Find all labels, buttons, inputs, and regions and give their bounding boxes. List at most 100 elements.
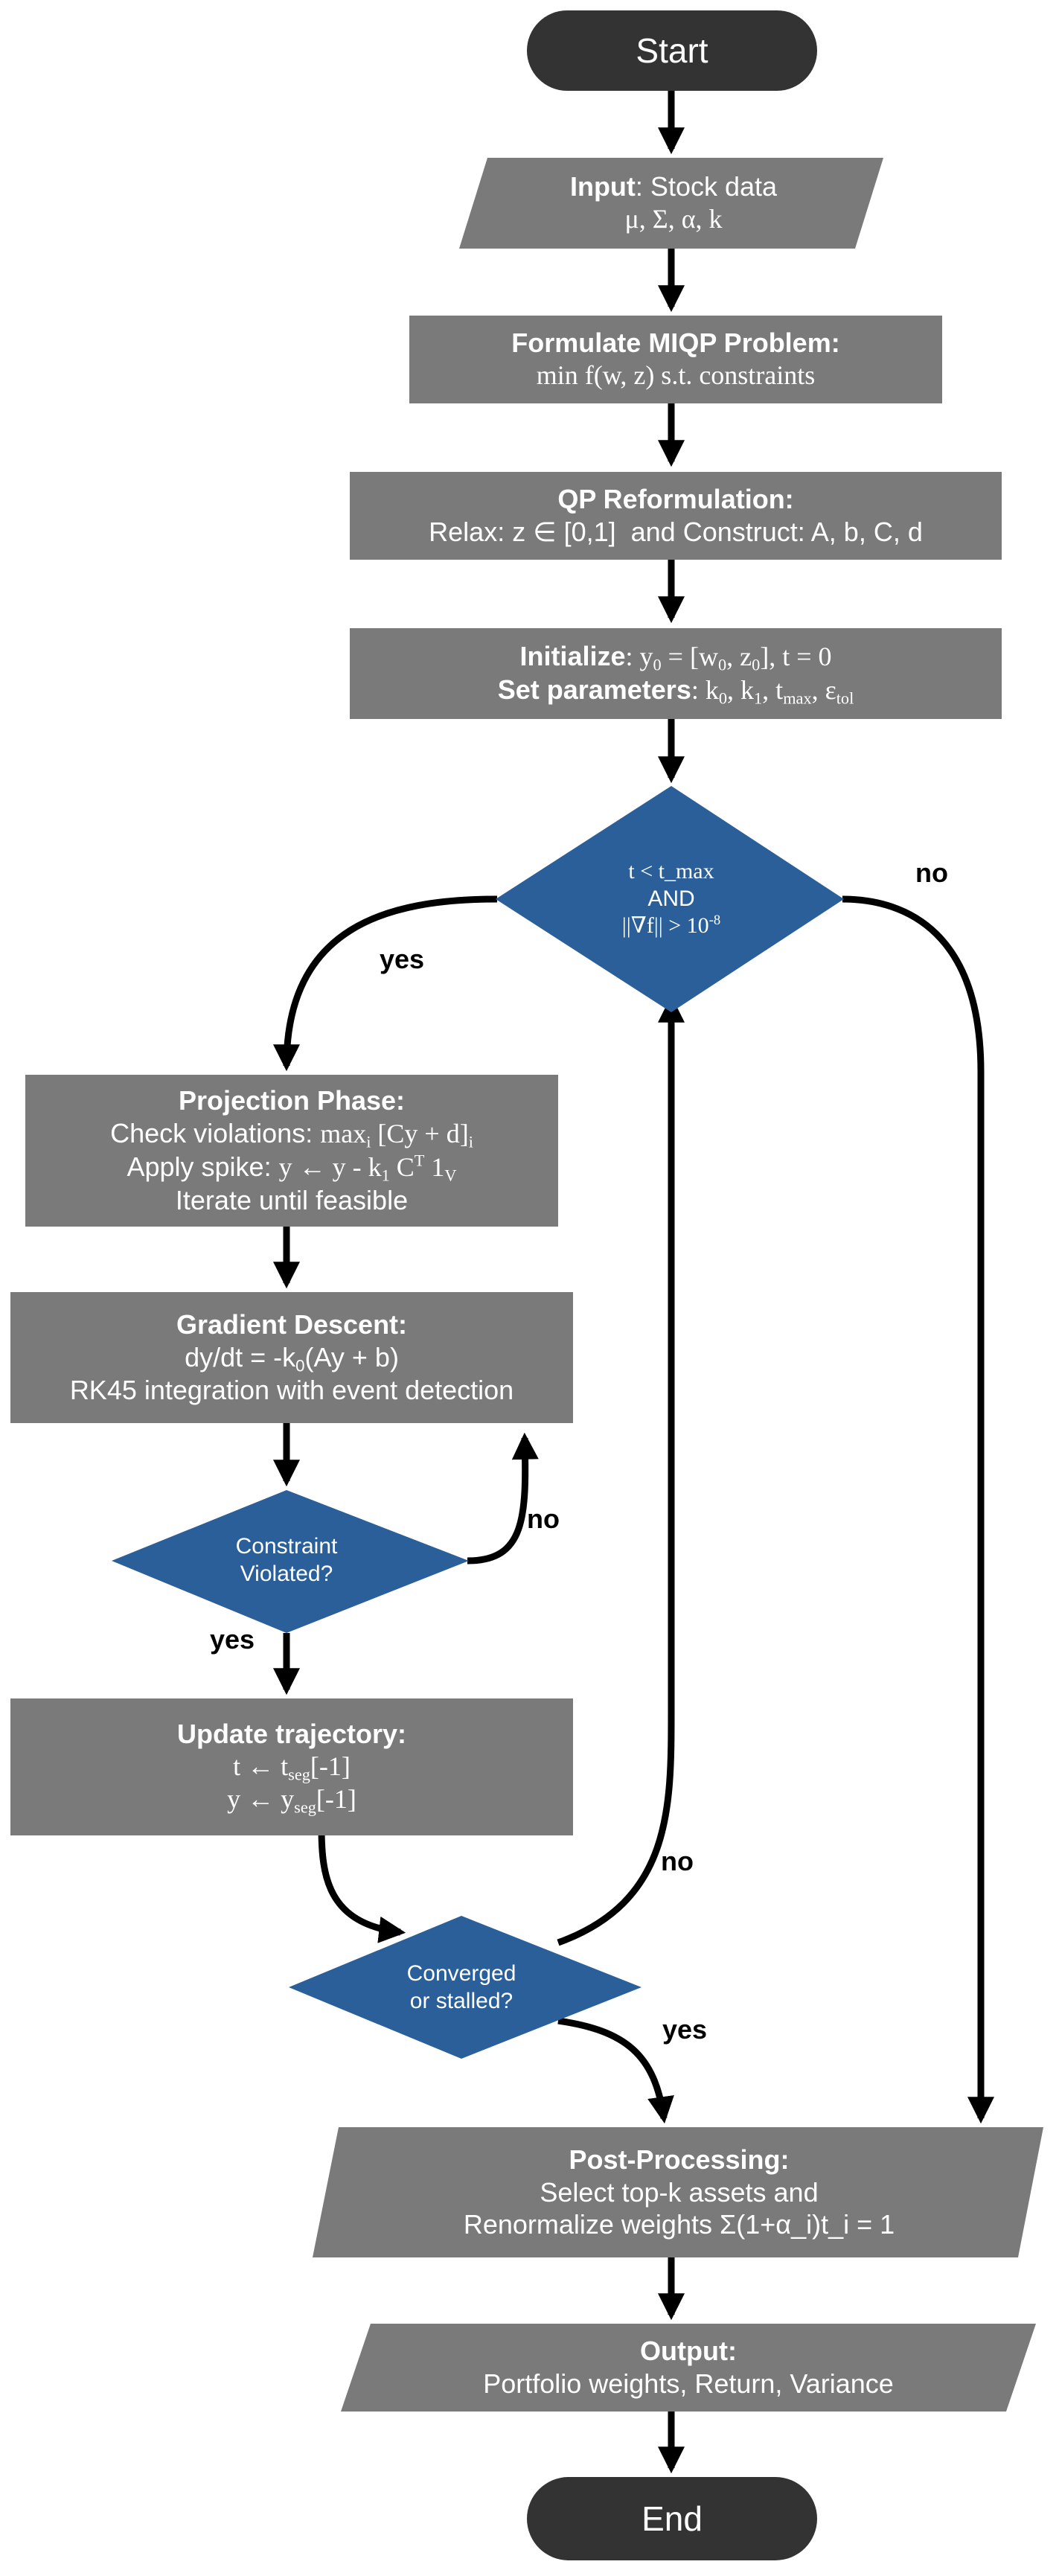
end-label: End	[642, 2499, 703, 2538]
gradient-ode-sub: 0	[295, 1356, 305, 1375]
constraint-check-line-1: Constraint	[235, 1534, 338, 1559]
gradient-node: Gradient Descent: dy/dt = -k0(Ay + b) RK…	[10, 1292, 573, 1423]
formulate-text: min f(w, z) s.t. constraints	[536, 360, 816, 390]
projection-node: Projection Phase: Check violations: maxi…	[25, 1075, 558, 1227]
arrow-converged-yes-to-post	[557, 2017, 674, 2124]
initialize-label: Initialize	[519, 641, 626, 672]
update-node: Update trajectory: t ← tseg[-1] y ← yseg…	[10, 1698, 573, 1835]
start-label: Start	[636, 31, 708, 70]
initialize-w-sub: 0	[717, 655, 727, 674]
update-y-line: y ← yseg[-1]	[227, 1783, 356, 1816]
converged-check-node: Converged or stalled?	[342, 1947, 580, 2029]
loop-yes-label: yes	[380, 944, 425, 974]
converged-check-line-2: or stalled?	[409, 1989, 513, 2013]
projection-check-line: Check violations: maxi [Cy + d]i	[110, 1117, 473, 1151]
param-eps-sub: tol	[836, 688, 854, 708]
projection-title: Projection Phase:	[178, 1085, 406, 1116]
projection-apply: Apply spike:	[127, 1151, 279, 1182]
input-title-line: Input: Stock data	[570, 170, 777, 203]
param-k1: , k	[727, 675, 755, 705]
update-y: y ← y	[227, 1783, 295, 1814]
update-box-shape	[10, 1698, 573, 1835]
post-line-2: Renormalize weights Σ(1+α_i)t_i = 1	[463, 2209, 895, 2240]
loop-check-exp: -8	[708, 913, 721, 929]
loop-check-diamond-shape	[496, 786, 844, 1012]
post-line-1: Select top-k assets and	[540, 2176, 819, 2208]
input-text: : Stock data	[635, 171, 778, 202]
converged-check-line-1: Converged	[406, 1961, 516, 1987]
initialize-node: Initialize: y0 = [w0, z0], t = 0 Set par…	[350, 628, 1002, 719]
start-node: Start	[527, 10, 817, 91]
projection-check-expr2: [Cy + d]	[371, 1119, 469, 1149]
post-parallelogram-shape	[313, 2127, 1043, 2257]
qp-reform-title: QP Reformulation:	[557, 484, 794, 515]
param-eps: , ε	[811, 675, 836, 705]
projection-check-sub2: i	[468, 1132, 473, 1151]
update-t-sub: seg	[288, 1765, 310, 1784]
projection-apply-expr3: 1	[424, 1152, 445, 1182]
formulate-title: Formulate MIQP Problem:	[511, 327, 840, 359]
arrow-loop-no-to-post	[842, 895, 994, 2124]
input-params: μ, Σ, α, k	[624, 204, 723, 234]
initialize-line-1: Initialize: y0 = [w0, z0], t = 0	[519, 640, 831, 674]
param-k0-sub: 0	[718, 688, 728, 708]
connectors	[273, 91, 994, 2474]
output-parallelogram-shape	[341, 2324, 1036, 2412]
formulate-box-shape	[409, 316, 942, 403]
converged-yes-label: yes	[662, 2014, 708, 2045]
loop-check-line-3: ||∇f|| > 10-8	[622, 913, 720, 940]
gradient-ode: dy/dt = -k	[185, 1342, 296, 1373]
output-title: Output:	[640, 2336, 737, 2367]
loop-check-line-2: AND	[647, 886, 695, 911]
projection-check: Check violations:	[110, 1118, 321, 1149]
arrow-constraint-no-to-gradient	[467, 1432, 539, 1565]
qp-reform-line: Relax: z ∈ [0,1] and Construct: A, b, C,…	[429, 516, 923, 549]
projection-apply-expr: y ← y - k	[278, 1152, 382, 1182]
constraint-check-line-2: Violated?	[240, 1562, 333, 1586]
qp-reform-construct: and Construct: A, b, C, d	[630, 517, 923, 547]
loop-check-node: t < t_max AND ||∇f|| > 10-8	[536, 834, 807, 965]
projection-box-shape	[25, 1075, 558, 1227]
constraint-yes-label: yes	[210, 1624, 255, 1655]
arrow-loop-yes-to-projection	[273, 895, 498, 1072]
projection-apply-sup: T	[414, 1151, 425, 1170]
gradient-ode-rest: (Ay + b)	[304, 1342, 399, 1373]
constraint-no-label: no	[527, 1503, 560, 1534]
converged-check-diamond-shape	[289, 1916, 642, 2059]
qp-reform-relax: Relax: z ∈ [0,1]	[429, 517, 616, 547]
loop-check-grad: ||∇f|| > 10	[621, 913, 709, 939]
update-title: Update trajectory:	[176, 1719, 407, 1750]
qp-reform-box-shape	[350, 472, 1002, 560]
projection-apply-line: Apply spike: y ← y - k1 CT 1V	[127, 1151, 456, 1184]
loop-check-line-1: t < t_max	[628, 859, 714, 884]
converged-no-label: no	[661, 1846, 694, 1876]
update-t-rest: [-1]	[310, 1751, 351, 1782]
projection-apply-expr2: C	[389, 1152, 415, 1182]
param-k0: : k	[691, 675, 719, 705]
arrow-update-to-converged	[318, 1826, 406, 1943]
update-y-sub: seg	[294, 1797, 316, 1817]
initialize-line-2: Set parameters: k0, k1, tmax, εtol	[498, 674, 854, 707]
constraint-check-diamond-shape	[112, 1490, 469, 1633]
initialize-y-sub: 0	[653, 655, 662, 674]
end-terminal-shape	[527, 2477, 817, 2560]
input-parallelogram-shape	[459, 158, 883, 249]
start-terminal-shape	[527, 10, 817, 91]
initialize-z-sub: 0	[752, 655, 761, 674]
projection-apply-sub: 1	[381, 1166, 390, 1185]
constraint-check-node: Constraint Violated?	[164, 1518, 409, 1603]
projection-check-sub: i	[366, 1132, 371, 1151]
initialize-comma: , z	[726, 642, 752, 672]
gradient-rk45: RK45 integration with event detection	[69, 1374, 514, 1405]
output-text: Portfolio weights, Return, Variance	[483, 2368, 894, 2399]
update-t: t ← t	[233, 1751, 289, 1782]
formulate-node: Formulate MIQP Problem: min f(w, z) s.t.…	[409, 316, 942, 403]
input-node: Input: Stock data μ, Σ, α, k	[476, 158, 871, 249]
projection-check-expr: max	[320, 1119, 367, 1149]
input-title: Input	[569, 171, 636, 202]
param-tmax: , t	[762, 675, 784, 705]
projection-iterate: Iterate until feasible	[175, 1184, 409, 1215]
initialize-box-shape	[350, 628, 1002, 719]
shapes	[10, 10, 1043, 2560]
